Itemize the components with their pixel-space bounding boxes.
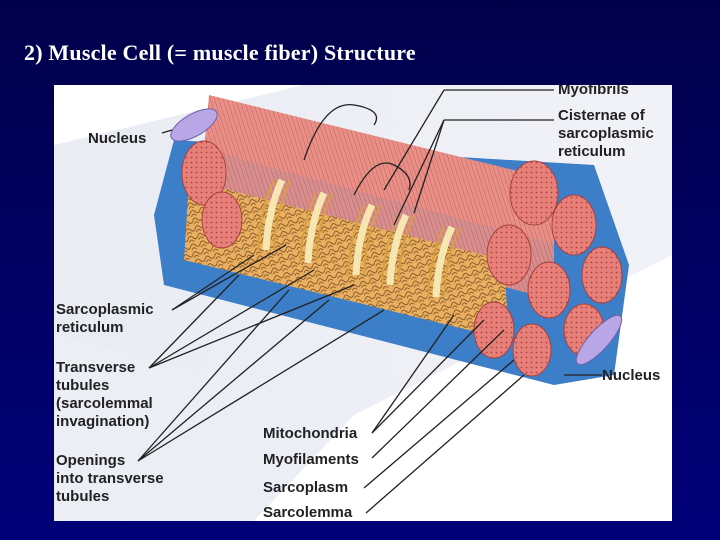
leader-lines <box>137 89 602 514</box>
label-nucleus-right: Nucleus <box>602 367 661 384</box>
label-myofibrils: Myofibrils <box>558 85 629 98</box>
label-myofilaments: Myofilaments <box>263 451 359 468</box>
nucleus-left <box>170 108 218 142</box>
label-sarcolemma: Sarcolemma <box>263 504 353 521</box>
label-sarcoplasm: Sarcoplasm <box>263 479 349 496</box>
transverse-tubules <box>262 178 456 298</box>
sarcoplasmic-reticulum-mesh <box>184 180 509 340</box>
label-sarcoplasmic-reticulum: Sarcoplasmic reticulum <box>56 301 154 336</box>
slide-title: 2) Muscle Cell (= muscle fiber) Structur… <box>24 40 416 65</box>
label-cisternae: Cisternae of sarcoplasmic reticulum <box>558 107 654 160</box>
label-transverse-tubules: Transverse tubules (sarcolemmal invagina… <box>56 359 153 430</box>
muscle-fiber-illustration <box>54 85 672 521</box>
diagram-panel: Myofibrils Cisternae of sarcoplasmic ret… <box>54 85 672 521</box>
label-mitochondria: Mitochondria <box>263 425 358 442</box>
nucleus-right <box>575 314 623 366</box>
myofibril-cap <box>181 140 227 206</box>
myofibril-cap <box>201 191 243 249</box>
cisternae <box>257 179 461 298</box>
label-nucleus-left: Nucleus <box>88 130 147 147</box>
label-openings: Openings into transverse tubules <box>56 452 164 505</box>
myofibril-upper <box>204 95 554 245</box>
tissue-shadow <box>54 335 354 521</box>
